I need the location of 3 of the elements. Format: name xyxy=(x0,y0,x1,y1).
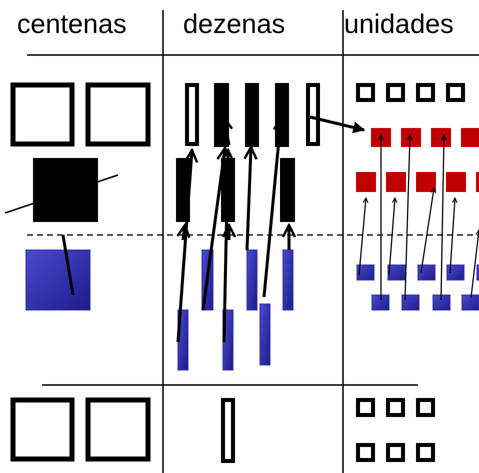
column-heading: dezenas xyxy=(183,8,286,40)
column-heading: unidades xyxy=(344,8,454,40)
column-heading: centenas xyxy=(17,8,127,40)
